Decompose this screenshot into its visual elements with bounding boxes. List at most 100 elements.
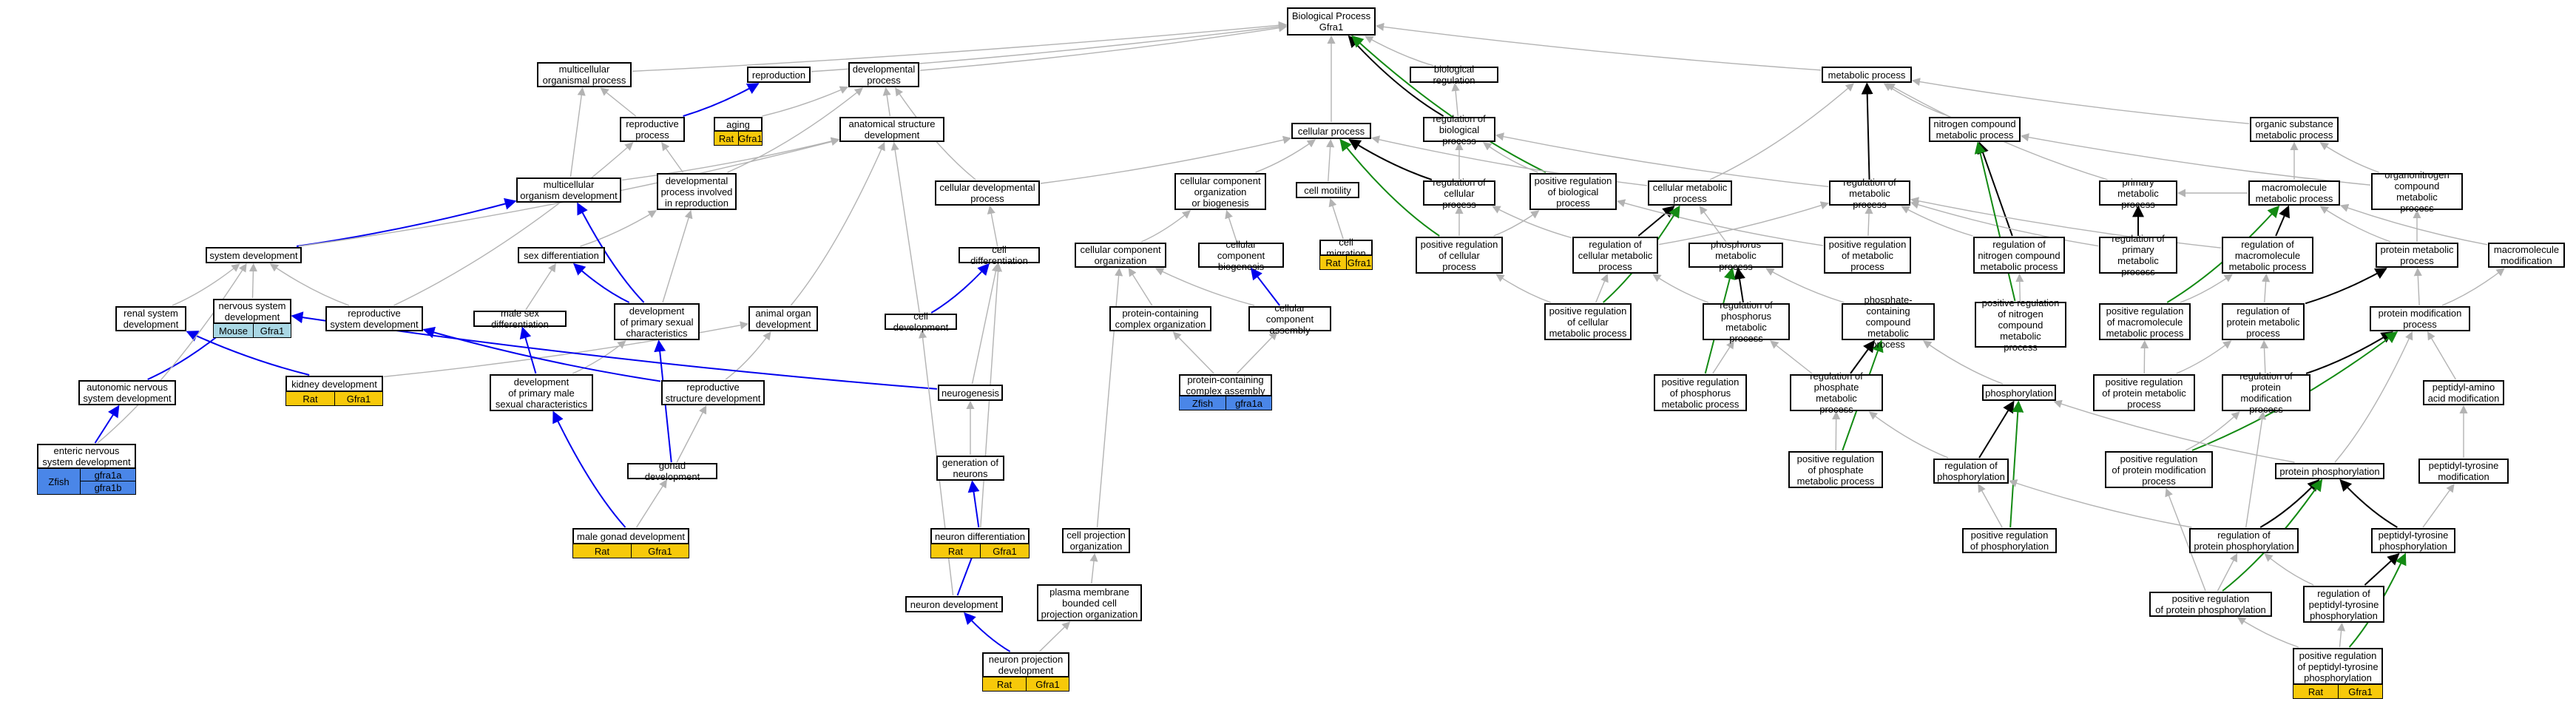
go-term-malesexdiff[interactable]: male sex differentiation	[473, 308, 567, 330]
go-term-devprimmale[interactable]: development of primary male sexual chara…	[490, 374, 593, 411]
edge-peptyrphos-to-peptyr	[2422, 484, 2455, 528]
go-term-autonomic[interactable]: autonomic nervous system development	[78, 380, 176, 405]
go-term-devprimsex[interactable]: development of primary sexual characteri…	[614, 303, 700, 340]
go-term-ccob[interactable]: cellular component organization or bioge…	[1174, 173, 1266, 210]
go-term-cellproc[interactable]: cellular process	[1291, 123, 1371, 139]
go-term-celldevproc[interactable]: cellular developmental process	[935, 180, 1040, 206]
go-term-ncmet[interactable]: nitrogen compound metabolic process	[1929, 117, 2021, 142]
go-term-phosmet[interactable]: phosphorus metabolic process	[1688, 239, 1783, 272]
go-term-reproduction[interactable]: reproduction	[747, 67, 811, 83]
go-term-aging[interactable]: aging	[714, 117, 763, 132]
go-term-protmet[interactable]: protein metabolic process	[2376, 243, 2458, 268]
go-term-primmet[interactable]: primary metabolic process	[2099, 177, 2177, 210]
go-term-neurproj[interactable]: neuron projection development	[982, 652, 1069, 677]
go-term-regprotmet[interactable]: regulation of protein metabolic process	[2222, 303, 2305, 340]
go-term-posregmet[interactable]: positive regulation of metabolic process	[1824, 237, 1911, 274]
go-term-posregpeptyr[interactable]: positive regulation of peptidyl-tyrosine…	[2293, 648, 2383, 685]
go-term-peptyr[interactable]: peptidyl-tyrosine modification	[2418, 459, 2509, 484]
go-term-phoscmpd[interactable]: phosphate-containing compound metabolic …	[1842, 294, 1935, 350]
edge-celldevproc-to-cellproc	[1040, 135, 1292, 184]
go-term-peptyrphos[interactable]: peptidyl-tyrosine phosphorylation	[2371, 528, 2455, 553]
go-term-reprosys[interactable]: reproductive system development	[325, 306, 423, 331]
go-term-posregprotmod[interactable]: positive regulation of protein modificat…	[2105, 451, 2213, 488]
go-term-posregcellmet[interactable]: positive regulation of cellular metaboli…	[1544, 303, 1632, 340]
go-term-posregbio[interactable]: positive regulation of biological proces…	[1529, 173, 1617, 210]
go-term-reprostruct[interactable]: reproductive structure development	[661, 380, 765, 405]
go-term-posregcell[interactable]: positive regulation of cellular process	[1416, 237, 1503, 274]
go-term-cellproj[interactable]: cell projection organization	[1062, 528, 1130, 553]
go-term-reproproc[interactable]: reproductive process	[620, 117, 685, 142]
go-term-posregprotmet[interactable]: positive regulation of protein metabolic…	[2093, 374, 2195, 411]
go-term-devrepro[interactable]: developmental process involved in reprod…	[657, 173, 737, 210]
edge-posregcell-to-cellproc	[1339, 138, 1440, 237]
go-term-regphosph[interactable]: regulation of phosphorylation	[1933, 459, 2009, 484]
go-term-ccorg[interactable]: cellular component organization	[1075, 243, 1166, 268]
go-term-cellmig[interactable]: cell migration	[1319, 237, 1373, 259]
go-term-nervsys[interactable]: nervous system development	[213, 299, 291, 324]
go-term-macromet[interactable]: macromolecule metabolic process	[2248, 180, 2340, 206]
go-term-renalsys[interactable]: renal system development	[115, 306, 186, 331]
go-term-ccassembly[interactable]: cellular component assembly	[1248, 302, 1331, 336]
go-term-orgnitmet[interactable]: organonitrogen compound metabolic proces…	[2371, 169, 2463, 214]
go-term-animalorgan[interactable]: animal organ development	[748, 306, 818, 331]
go-term-cellmotility[interactable]: cell motility	[1296, 182, 1359, 198]
go-term-regprotmod[interactable]: regulation of protein modification proce…	[2222, 371, 2310, 415]
edge-malegonad-to-devprimmale	[552, 410, 626, 528]
edge-regbio-to-bp	[1348, 35, 1444, 117]
go-term-phosphorylation[interactable]: phosphorylation	[1982, 385, 2056, 401]
go-term-macromod[interactable]: macromolecule modification	[2488, 243, 2565, 268]
go-term-sysdev[interactable]: system development	[206, 247, 302, 263]
go-term-regcell[interactable]: regulation of cellular process	[1423, 177, 1495, 210]
go-term-posregprotphos[interactable]: positive regulation of protein phosphory…	[2149, 592, 2272, 617]
go-term-regprotphos[interactable]: regulation of protein phosphorylation	[2189, 528, 2299, 553]
go-term-regmacromet[interactable]: regulation of macromolecule metabolic pr…	[2222, 237, 2313, 274]
go-term-sexdiff[interactable]: sex differentiation	[518, 247, 605, 263]
go-term-peptaa[interactable]: peptidyl-amino acid modification	[2423, 380, 2504, 405]
go-term-devproc[interactable]: developmental process	[848, 62, 919, 87]
go-term-posregncmet[interactable]: positive regulation of nitrogen compound…	[1975, 297, 2066, 353]
go-term-protphos[interactable]: protein phosphorylation	[2275, 463, 2384, 479]
go-term-posregphosph[interactable]: positive regulation of phosphorylation	[1962, 528, 2057, 553]
go-term-regncmet[interactable]: regulation of nitrogen compound metaboli…	[1973, 237, 2065, 274]
edge-bioreg-to-bp	[1365, 36, 1434, 67]
edge-multiorgdev-to-anatdev	[621, 137, 840, 181]
go-term-metproc[interactable]: metabolic process	[1822, 67, 1912, 83]
go-term-posregphosphate[interactable]: positive regulation of phosphate metabol…	[1788, 451, 1883, 488]
go-term-genneur[interactable]: generation of neurons	[936, 456, 1004, 481]
go-term-anatdev[interactable]: anatomical structure development	[839, 117, 944, 142]
go-term-posregphosmet[interactable]: positive regulation of phosphorus metabo…	[1654, 374, 1747, 411]
go-term-regcellmet[interactable]: regulation of cellular metabolic process	[1572, 237, 1658, 274]
go-term-posregmacromet[interactable]: positive regulation of macromolecule met…	[2099, 303, 2191, 340]
go-term-label: neurogenesis	[941, 387, 1000, 399]
go-term-neurdev[interactable]: neuron development	[905, 596, 1003, 612]
go-term-gonaddev[interactable]: gonad development	[627, 460, 717, 482]
go-term-enteric[interactable]: enteric nervous system development	[37, 444, 136, 469]
go-term-neurdiff[interactable]: neuron differentiation	[930, 528, 1030, 544]
edge-regprotphos-to-protphos	[2259, 479, 2320, 528]
go-term-regbio[interactable]: regulation of biological process	[1423, 113, 1495, 146]
go-term-cellmet[interactable]: cellular metabolic process	[1648, 180, 1732, 206]
go-term-protmod[interactable]: protein modification process	[2370, 306, 2470, 331]
go-term-kidney[interactable]: kidney development	[285, 376, 383, 392]
go-term-orgsubmet[interactable]: organic substance metabolic process	[2250, 117, 2339, 142]
go-term-multiorg[interactable]: multicellular organismal process	[537, 62, 632, 87]
go-term-regphosphate[interactable]: regulation of phosphate metabolic proces…	[1790, 371, 1883, 415]
go-term-pmbcp[interactable]: plasma membrane bounded cell projection …	[1037, 584, 1142, 621]
go-term-bp[interactable]: Biological Process Gfra1	[1287, 7, 1376, 36]
edge-regbio-to-bioreg	[1451, 82, 1460, 117]
go-term-regprimmet[interactable]: regulation of primary metabolic process	[2099, 233, 2177, 277]
go-term-malegonad[interactable]: male gonad development	[572, 528, 689, 544]
go-term-multiorgdev[interactable]: multicellular organism development	[516, 178, 621, 203]
go-term-neurogenesis[interactable]: neurogenesis	[938, 385, 1003, 401]
edge-posregphosmet-to-regphosmet	[1712, 340, 1734, 374]
go-term-bioreg[interactable]: biological regulation	[1410, 64, 1498, 86]
go-term-celldev[interactable]: cell development	[885, 311, 957, 333]
edge-devprimsex-to-sexdiff	[573, 263, 630, 303]
go-term-pcca[interactable]: protein-containing complex assembly	[1179, 374, 1272, 396]
go-term-ccbio[interactable]: cellular component biogenesis	[1198, 239, 1284, 272]
go-term-celldiff[interactable]: cell differentiation	[959, 244, 1040, 266]
go-term-regpeptyr[interactable]: regulation of peptidyl-tyrosine phosphor…	[2303, 586, 2384, 623]
go-term-pcco[interactable]: protein-containing complex organization	[1109, 306, 1211, 331]
go-term-regmet[interactable]: regulation of metabolic process	[1829, 177, 1910, 210]
go-term-regphosmet[interactable]: regulation of phosphorus metabolic proce…	[1703, 300, 1790, 344]
